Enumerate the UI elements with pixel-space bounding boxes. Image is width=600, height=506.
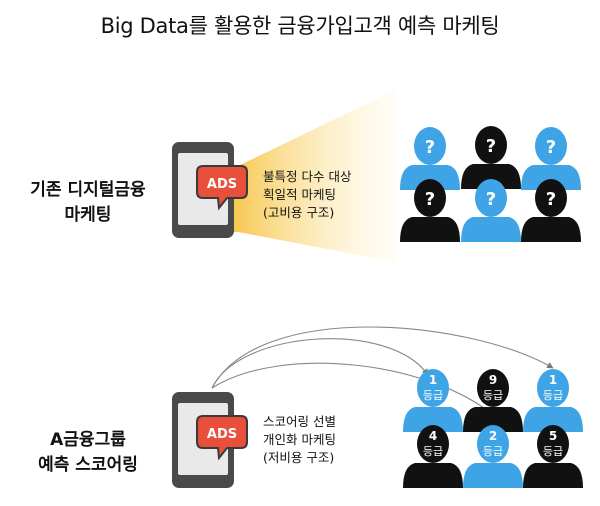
- grade-number: 1: [549, 373, 557, 387]
- grade-number: 5: [549, 429, 557, 443]
- grade-number: 2: [489, 429, 497, 443]
- person-icon: ?: [400, 127, 460, 190]
- group-a-label-line1: A금융그룹: [50, 430, 126, 450]
- ads-text-traditional: ADS: [207, 177, 237, 192]
- group-a-desc-line3: (저비용 구조): [263, 450, 335, 465]
- person-icon-grade: 5 등급: [523, 425, 583, 488]
- traditional-desc-line1: 불특정 다수 대상: [263, 169, 352, 184]
- grade-number: 1: [429, 373, 437, 387]
- selection-arrow-3: [211, 362, 498, 419]
- selection-arrow-2: [211, 326, 554, 389]
- grade-word: 등급: [423, 445, 443, 458]
- crowd-unknown: ? ? ? ? ? ?: [400, 126, 581, 242]
- traditional-label-line1: 기존 디지털금융: [30, 180, 146, 200]
- svg-text:?: ?: [425, 189, 435, 210]
- ads-bubble-icon-group-a: ADS: [196, 415, 248, 461]
- person-icon: ?: [521, 127, 581, 190]
- svg-text:?: ?: [546, 137, 556, 158]
- person-icon-grade: 1 등급: [403, 369, 463, 432]
- group-a-label: A금융그룹 예측 스코어링: [8, 428, 168, 478]
- traditional-label: 기존 디지털금융 마케팅: [8, 178, 168, 228]
- group-a-label-line2: 예측 스코어링: [38, 455, 138, 475]
- person-icon: ?: [461, 126, 521, 189]
- group-a-description: 스코어링 선별 개인화 마케팅 (저비용 구조): [263, 413, 336, 467]
- group-a-desc-line2: 개인화 마케팅: [263, 432, 336, 447]
- grade-word: 등급: [543, 389, 563, 402]
- ads-bubble-icon-traditional: ADS: [196, 165, 248, 211]
- traditional-desc-line2: 획일적 마케팅: [263, 187, 336, 202]
- page-title: Big Data를 활용한 금융가입고객 예측 마케팅: [100, 14, 500, 38]
- grade-word: 등급: [483, 445, 503, 458]
- group-a-desc-line1: 스코어링 선별: [263, 414, 336, 429]
- person-icon: ?: [521, 179, 581, 242]
- svg-text:?: ?: [486, 136, 496, 157]
- grade-word: 등급: [543, 445, 563, 458]
- grade-word: 등급: [423, 389, 443, 402]
- svg-text:?: ?: [546, 189, 556, 210]
- person-icon: ?: [461, 179, 521, 242]
- person-icon-grade: 2 등급: [463, 425, 523, 488]
- person-icon-grade: 9 등급: [463, 369, 523, 432]
- traditional-label-line2: 마케팅: [64, 205, 112, 225]
- svg-text:?: ?: [425, 137, 435, 158]
- person-icon: ?: [400, 179, 460, 242]
- selection-arrow-1: [211, 338, 429, 389]
- grade-number: 4: [429, 429, 437, 443]
- svg-text:?: ?: [486, 189, 496, 210]
- broadcast-beam: [230, 90, 395, 262]
- grade-word: 등급: [483, 389, 503, 402]
- person-icon-grade: 4 등급: [403, 425, 463, 488]
- traditional-desc-line3: (고비용 구조): [263, 205, 335, 220]
- grade-number: 9: [489, 373, 497, 387]
- crowd-graded: 1 등급 9 등급 1 등급 4 등급 2 등급 5 등급: [403, 369, 583, 488]
- ads-text-group-a: ADS: [207, 427, 237, 442]
- traditional-description: 불특정 다수 대상 획일적 마케팅 (고비용 구조): [263, 168, 351, 222]
- person-icon-grade: 1 등급: [523, 369, 583, 432]
